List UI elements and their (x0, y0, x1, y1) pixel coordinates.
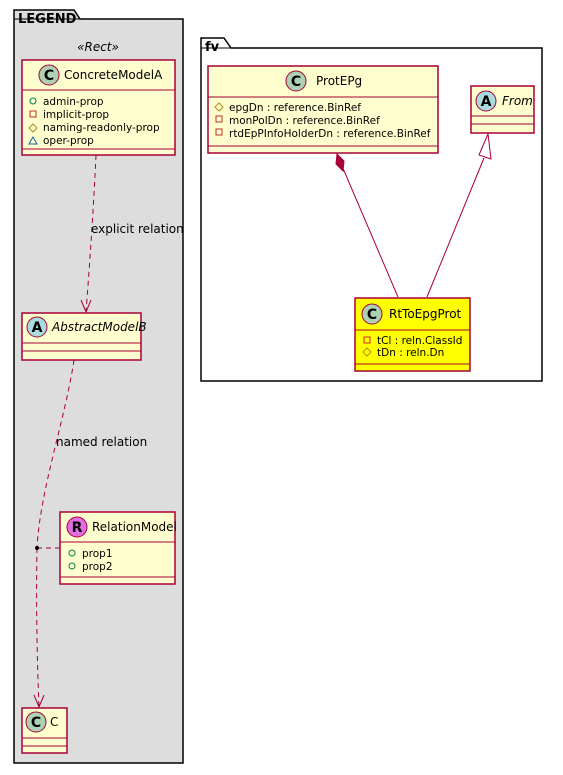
attr-row: admin-prop (29, 96, 104, 108)
legend-title: LEGEND (18, 12, 77, 27)
class-name: ProtEPg (316, 74, 362, 88)
private-visibility-icon (29, 110, 37, 118)
attr-text: epgDn : reference.BinRef (229, 102, 361, 114)
edge-composition (335, 152, 399, 298)
edge-inheritance (426, 132, 492, 298)
public-visibility-icon (68, 562, 76, 570)
class-kind-letter: C (291, 74, 301, 90)
attr-row: prop1 (68, 548, 113, 560)
class-from[interactable]: A From (470, 85, 535, 134)
attr-row: monPolDn : reference.BinRef (215, 115, 380, 127)
legend-stereotype: «Rect» (77, 40, 119, 54)
abstract-a-icon (26, 316, 48, 338)
class-name: From (502, 94, 533, 108)
class-concrete-model-a[interactable]: C ConcreteModelA admin-prop implicit-pro… (21, 59, 176, 156)
edge-explicit-relation: explicit relation (80, 154, 184, 314)
class-kind-letter: C (367, 307, 377, 323)
attr-row: naming-readonly-prop (28, 122, 160, 134)
attr-row: implicit-prop (29, 109, 109, 121)
composition-diamond-icon (335, 152, 345, 173)
relation-junction-dot (35, 546, 39, 550)
class-kind-letter: C (31, 715, 41, 731)
class-abstract-model-b[interactable]: A AbstractModelB (21, 312, 147, 361)
attr-row: prop2 (68, 561, 113, 573)
class-name: ConcreteModelA (64, 68, 163, 82)
class-name: RelationModel (92, 520, 177, 534)
public-visibility-icon (68, 549, 76, 557)
class-c-icon (361, 303, 383, 325)
class-prot-epg[interactable]: C ProtEPg epgDn : reference.BinRef monPo… (207, 65, 439, 154)
class-c-icon (25, 711, 47, 733)
attr-row: rtdEpPInfoHolderDn : reference.BinRef (215, 128, 431, 140)
class-name: C (50, 715, 58, 729)
attr-row: tDn : reln.Dn (362, 347, 444, 359)
attr-text: naming-readonly-prop (43, 122, 160, 134)
attr-text: rtdEpPInfoHolderDn : reference.BinRef (229, 128, 431, 140)
private-visibility-icon (215, 128, 223, 136)
class-kind-letter: A (481, 94, 492, 110)
attr-text: tDn : reln.Dn (377, 347, 444, 359)
public-visibility-icon (29, 97, 37, 105)
class-name: RtToEpgProt (389, 307, 462, 321)
class-rt-to-epg-prot[interactable]: C RtToEpgProt tCl : reln.ClassId tDn : r… (354, 297, 471, 372)
attr-text: monPolDn : reference.BinRef (229, 115, 380, 127)
class-c-icon (38, 64, 60, 86)
class-name: AbstractModelB (51, 320, 147, 334)
class-c-icon (285, 70, 307, 92)
class-relation-model[interactable]: R RelationModel prop1 prop2 (59, 511, 177, 585)
package-visibility-icon (28, 135, 38, 145)
inheritance-triangle-icon (478, 132, 492, 160)
attr-text: prop1 (82, 548, 113, 560)
private-visibility-icon (215, 115, 223, 123)
protected-visibility-icon (362, 347, 372, 357)
attr-text: prop2 (82, 561, 113, 573)
protected-visibility-icon (214, 102, 224, 112)
fv-title: fv (205, 40, 220, 55)
attr-text: oper-prop (43, 135, 94, 147)
attr-text: admin-prop (43, 96, 104, 108)
edge-label: named relation (56, 435, 147, 449)
attr-row: epgDn : reference.BinRef (214, 102, 361, 114)
edge-named-relation: named relation (33, 359, 147, 709)
class-kind-letter: R (72, 520, 83, 536)
attr-text: tCl : reln.ClassId (377, 335, 462, 347)
class-kind-letter: C (44, 68, 54, 84)
abstract-a-icon (475, 90, 497, 112)
private-visibility-icon (363, 336, 371, 344)
attr-text: implicit-prop (43, 109, 109, 121)
attr-row: tCl : reln.ClassId (363, 335, 462, 347)
protected-visibility-icon (28, 123, 38, 133)
class-c[interactable]: C C (21, 707, 68, 754)
relation-r-icon (66, 516, 88, 538)
class-kind-letter: A (32, 320, 43, 336)
edge-label: explicit relation (91, 222, 184, 236)
attr-row: oper-prop (28, 135, 94, 147)
